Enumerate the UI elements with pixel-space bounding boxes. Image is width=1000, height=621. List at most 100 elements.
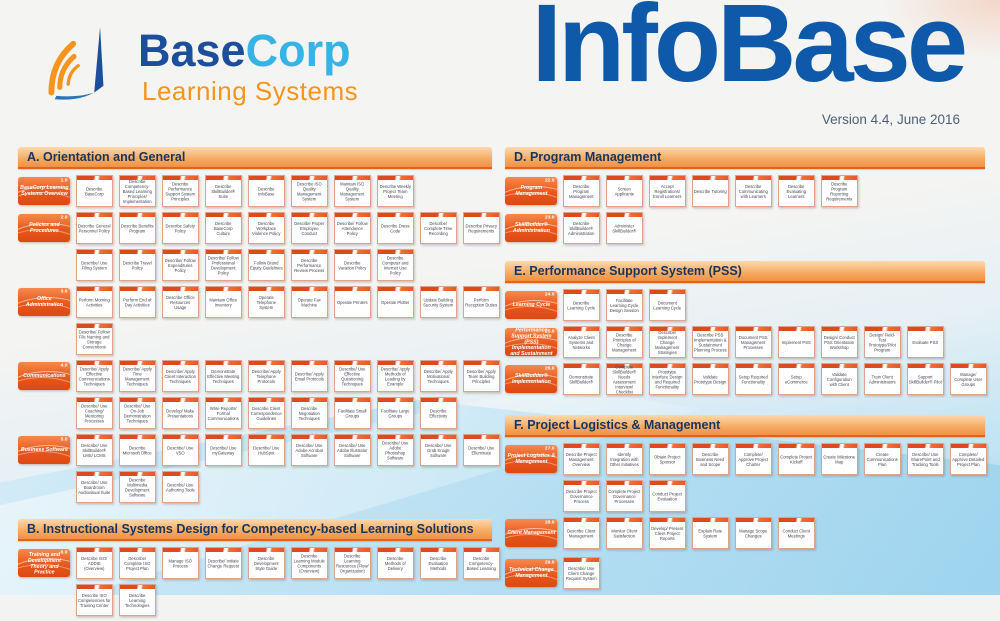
task-box-text: Evaluate PSS <box>912 340 939 346</box>
task-box-text: Operate Plotter <box>381 300 410 306</box>
task-box: Explain Rate System <box>692 517 729 549</box>
task-box: Complete Project Kickoff <box>778 443 815 475</box>
task-box: Describe/ Implement Change Management St… <box>649 326 686 358</box>
task-box: Facilitate Large Groups <box>377 397 414 429</box>
row-label-text: Office Administration <box>25 295 63 308</box>
row-label-text: BaseCorp Learning Systems Overview <box>19 184 69 197</box>
task-box-text: Describe General Personnel Policy <box>78 223 111 234</box>
task-box-text: Describe Client Management <box>567 528 596 539</box>
task-box: Describe Dress Code <box>377 212 414 244</box>
task-box: Describe Privacy Requirements <box>463 212 500 244</box>
task-box-text: Facilitate Large Groups <box>381 408 410 419</box>
task-box: Describe/ Use SkillBuilder® LMS/ LCMS <box>76 434 113 466</box>
task-box-text: Describe/ Use Boardroom Audiovisual Suit… <box>78 480 111 495</box>
task-box-text: Describe Proper Employee Conduct <box>294 221 325 236</box>
section-A-header: A. Orientation and General <box>18 147 492 169</box>
task-box: Describe/ Use Authoring Tools <box>162 471 199 503</box>
basecorp-logo: BaseCorp Learning Systems <box>48 20 358 108</box>
basecorp-logo-icon <box>48 27 104 100</box>
task-box: Describe/ Use myGateway <box>205 434 242 466</box>
task-box-text: Describe/ Use Adobe Photoshop Software <box>382 440 409 461</box>
task-box: Describe/ Use Coaching/ Mentoring Proces… <box>76 397 113 429</box>
task-box: Create Communications Plan <box>864 443 901 475</box>
task-box: Develop/ Present Client Project Reports <box>649 517 686 549</box>
task-box-text: Implement PSS <box>781 340 812 346</box>
task-box-text: Describe/ Use Elluminate <box>468 445 495 456</box>
task-box-text: Describe Travel Policy <box>122 260 153 271</box>
task-box-text: Write Reports/ Formal Communications <box>207 406 240 421</box>
task-box: Describe/ Follow Expenditures Policy <box>162 249 199 281</box>
task-box: Conduct Client Meetings <box>778 517 815 549</box>
task-box: Describe BaseCorp <box>76 175 113 207</box>
row-label-text: Project Logistics & Management <box>507 452 555 465</box>
task-box: Operate Printers <box>334 286 371 318</box>
task-box-text: Describe/ Initiate Change Request <box>207 558 240 569</box>
task-box-text: Design/ Conduct PSS Orientation Workshop <box>824 335 855 350</box>
task-box-text: Describe Development Style Guide <box>254 556 279 571</box>
row-number: 5.0 <box>61 436 68 442</box>
task-box-text: Manage Scope Changes <box>739 528 768 539</box>
task-box: Describe Principles of Change Management <box>606 326 643 358</box>
task-box-text: Describe/ Use Effective Questioning Tech… <box>339 366 366 387</box>
task-box: Follow Brand Equity Guidelines <box>248 249 285 281</box>
task-box-text: Follow Brand Equity Guidelines <box>250 260 283 271</box>
task-box: Describe Proper Employee Conduct <box>291 212 328 244</box>
task-box: Describe/ Use VSO <box>162 434 199 466</box>
task-box-text: Describe Client Correspondence Guideline… <box>251 406 282 421</box>
task-box: Describe Safety Policy <box>162 212 199 244</box>
task-box-text: Describe ISO Competencies for Training C… <box>78 593 111 608</box>
task-box-text: Operate Telephone System <box>256 295 277 310</box>
task-box-text: Validate Configuration with Client <box>827 372 852 387</box>
row-label-text: Client Management <box>506 529 556 536</box>
task-box: Complete/ Approve Project Charter <box>735 443 772 475</box>
task-box-text: Describe InfoBase <box>258 186 275 197</box>
task-box: Describe Project Management Overview <box>563 443 600 475</box>
task-box-text: Facilitate Learning Cycle Design Session <box>609 298 640 313</box>
task-box: Administer SkillBuilder® <box>606 212 643 244</box>
task-box-text: Maintain ISO Quality Management System <box>340 181 365 202</box>
row-number: 29.0 <box>545 559 555 565</box>
task-box: Describe/ Use Adobe Illustrator Software <box>334 434 371 466</box>
task-box: Describe Program Reporting Requirements <box>821 175 858 207</box>
task-box-text: Describe/ Use Adobe Illustrator Software <box>337 443 368 458</box>
task-box-text: Develop/ Make Presentations <box>166 408 195 419</box>
task-box-text: Describe/ Apply Motivational Techniques <box>423 369 454 384</box>
task-box: Manage Scope Changes <box>735 517 772 549</box>
task-box: Describe Learning Cycle <box>563 289 600 321</box>
task-box: Analyze Client Systems and Networks <box>563 326 600 358</box>
task-box-text: Describe BaseCorp Culture <box>214 221 233 236</box>
task-box: Describe SkillBuilder® Administration <box>563 212 600 244</box>
task-box: Describe/ Use Adobe Photoshop Software <box>377 434 414 466</box>
task-box-text: Describe Evaluation Methods <box>428 556 449 571</box>
task-box-text: Conduct Project Evaluation <box>652 491 683 502</box>
task-box-text: Perform End of Day Activities <box>123 297 152 308</box>
task-box-text: Describe Competency-Based Learning <box>466 556 497 571</box>
task-box: Describe Client Management <box>563 517 600 549</box>
row-number: 22.0 <box>545 177 555 183</box>
section-E-header: E. Performance Support System (PSS) <box>505 261 985 283</box>
row-label-text: SkillBuilder® Implementation <box>511 372 551 385</box>
task-box: Describe/ Use Effective Questioning Tech… <box>334 360 371 392</box>
row-label-text: SkillBuilder® Administration <box>512 221 550 234</box>
task-box: Perform End of Day Activities <box>119 286 156 318</box>
row-label-text: Learning Cycle <box>512 301 550 308</box>
task-box-text: Describe BaseCorp <box>85 186 104 197</box>
task-box: Operate Plotter <box>377 286 414 318</box>
task-box: Operate Telephone System <box>248 286 285 318</box>
task-box: Design/ Field-Test Prototype/Pilot Progr… <box>864 326 901 358</box>
task-box-text: Describe Tutoring <box>694 189 727 195</box>
task-box-text: Design/ Field-Test Prototype/Pilot Progr… <box>868 332 897 353</box>
task-box-text: Manage ISO Process <box>168 558 193 569</box>
